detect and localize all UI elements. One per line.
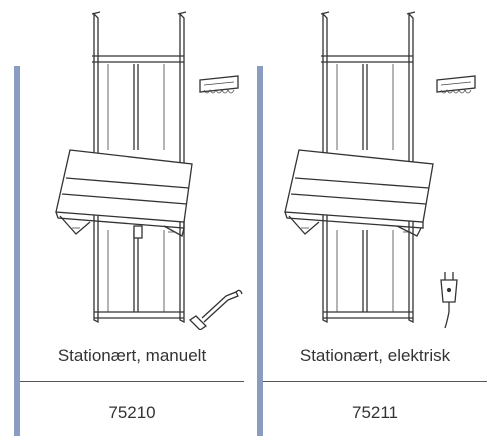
product-caption: Stationært, elektrisk [299,346,451,365]
tabletop [284,149,434,237]
wall-bracket-icon [199,75,239,94]
accent-bar [14,66,20,436]
product-panel-manual: Stationært, manuelt 75210 [14,0,244,436]
divider [20,381,244,382]
wall-mounted-stage-frame-with-hand-crank-icon [55,11,243,330]
hand-crank-icon [188,289,243,330]
wall-mounted-stage-frame-with-power-plug-icon [284,11,476,329]
stage-frame [320,11,416,324]
divider [263,381,487,382]
wall-bracket-icon [436,75,476,94]
product-caption: Stationært, manuelt [57,346,207,365]
product-number: 75210 [108,403,156,422]
accent-bar [257,66,263,436]
product-number: 75211 [351,403,398,422]
tabletop [55,149,193,239]
power-plug-icon [440,272,458,329]
product-panel-electric: Stationært, elektrisk 75211 [257,0,487,436]
stage-frame [91,11,187,324]
